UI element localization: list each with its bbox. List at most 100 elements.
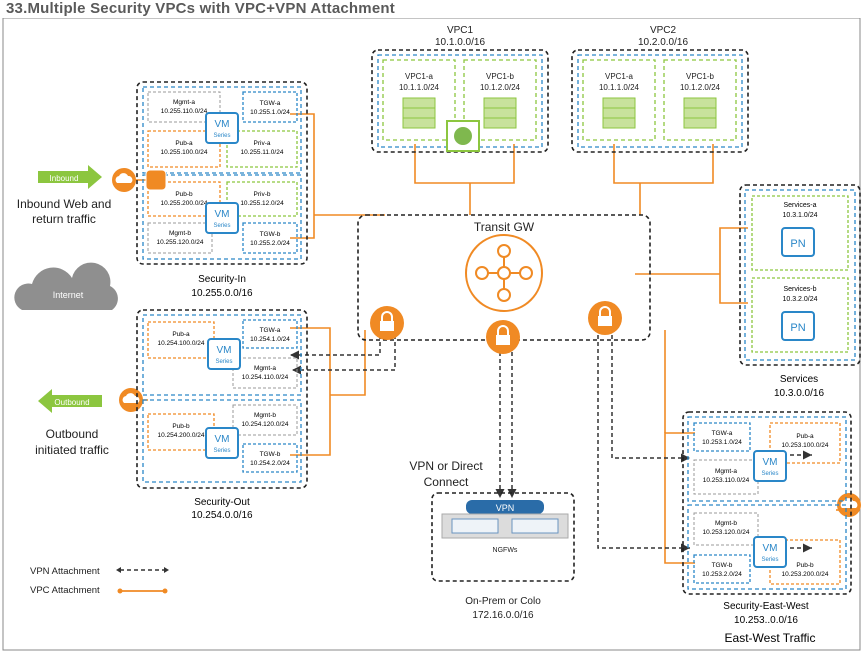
svc-name: Services [780,374,818,385]
si-pub-a: Pub-a [175,140,193,147]
ew-caption: East-West Traffic [725,631,816,645]
vpn-label: VPN [496,503,515,513]
svc-b-cidr: 10.3.2.0/24 [782,296,817,303]
ew-pub-a: Pub-a [796,433,814,440]
vpc2-cidr: 10.2.0.0/16 [638,37,688,48]
vm-series-icon: VM Series [205,427,239,459]
ew-tgw-a: TGW-a [712,430,733,437]
ew-tgw-b: TGW-b [712,562,733,569]
ew-pub-b: Pub-b [796,562,814,569]
ew-mgmt-b: Mgmt-b [715,520,737,527]
vpc1-cidr: 10.1.0.0/16 [435,37,485,48]
vpc1-subnet-a-cidr: 10.1.1.0/24 [399,83,440,92]
outbound-caption-2: initiated traffic [35,443,109,457]
vpn-lock-icon [486,320,520,354]
si-pub-b-cidr: 10.255.200.0/24 [161,200,208,207]
si-pub-a-cidr: 10.255.100.0/24 [161,149,208,156]
svg-text:Series: Series [761,471,778,477]
so-cidr: 10.254.0.0/16 [191,510,253,521]
ew-pub-a-cidr: 10.253.100.0/24 [782,442,829,449]
vpn-attachment-lines [290,335,812,553]
svg-text:Series: Series [761,557,778,563]
ew-mgmt-b-cidr: 10.253.120.0/24 [703,529,750,536]
outbound-caption-1: Outbound [46,427,99,441]
ew-name: Security-East-West [723,601,809,612]
vpc1-name: VPC1 [447,25,474,36]
svg-text:Series: Series [213,223,230,229]
server-icon [483,97,517,129]
si-mgmt-a-cidr: 10.255.110.0/24 [161,108,208,115]
svg-text:VM: VM [215,434,230,445]
network-diagram: VPC1 10.1.0.0/16 VPC1-a 10.1.1.0/24 VPC1… [2,18,861,651]
ew-tgw-a-cidr: 10.253.1.0/24 [702,439,742,446]
diagram-title: 33.Multiple Security VPCs with VPC+VPN A… [6,0,395,17]
transit-hub-icon [465,234,543,312]
svc-b-name: Services-b [783,286,816,293]
svc-a-cidr: 10.3.1.0/24 [782,212,817,219]
svg-text:Series: Series [213,448,230,454]
vpc2-subnet-b-name: VPC1-b [686,72,715,81]
igw-icon [837,493,861,517]
so-mgmt-b: Mgmt-b [254,412,276,419]
vm-series-icon: VM Series [205,112,239,144]
inbound-caption-1: Inbound Web and [17,197,112,211]
so-mgmt-a: Mgmt-a [254,365,276,372]
so-pub-a: Pub-a [172,331,190,338]
vpc1: VPC1 10.1.0.0/16 VPC1-a 10.1.1.0/24 VPC1… [371,25,549,153]
so-mgmt-b-cidr: 10.254.120.0/24 [242,421,289,428]
si-tgw-a-cidr: 10.255.1.0/24 [250,109,290,116]
vpn-lock-icon [370,306,404,340]
vpc2-subnet-b-cidr: 10.1.2.0/24 [680,83,721,92]
svg-text:Internet: Internet [53,290,84,300]
ew-pub-b-cidr: 10.253.200.0/24 [782,571,829,578]
si-cidr: 10.255.0.0/16 [191,288,253,299]
onprem-cidr: 172.16.0.0/16 [472,610,534,621]
si-mgmt-a: Mgmt-a [173,99,195,106]
svg-text:Series: Series [215,359,232,365]
so-pub-b: Pub-b [172,423,190,430]
so-name: Security-Out [194,497,250,508]
server-icon [683,97,717,129]
si-priv-a: Priv-a [254,140,271,147]
si-priv-a-cidr: 10.255.11.0/24 [241,149,284,156]
onprem-name: On-Prem or Colo [465,596,541,607]
ew-cidr: 10.253..0.0/16 [734,615,798,626]
svg-text:PN: PN [790,322,805,334]
so-tgw-a-cidr: 10.254.1.0/24 [250,336,290,343]
svc-a-name: Services-a [783,202,816,209]
igw-icon [119,388,143,412]
inbound-arrow: Inbound [38,165,102,189]
pn-icon: PN [781,227,815,257]
security-in-vpc: Mgmt-a 10.255.110.0/24 TGW-a 10.255.1.0/… [136,81,308,299]
so-pub-a-cidr: 10.254.100.0/24 [158,340,205,347]
ew-mgmt-a: Mgmt-a [715,468,737,475]
si-mgmt-b-cidr: 10.255.120.0/24 [157,239,204,246]
si-pub-b: Pub-b [175,191,193,198]
so-tgw-a: TGW-a [260,327,281,334]
vm-series-icon: VM Series [753,536,787,568]
security-east-west-vpc: TGW-a 10.253.1.0/24 Pub-a 10.253.100.0/2… [682,411,852,645]
legend-vpc-label: VPC Attachment [30,585,100,596]
si-priv-b: Priv-b [254,191,271,198]
vpc2-subnet-a-name: VPC1-a [605,72,634,81]
internet-cloud-icon: Internet [14,262,118,310]
si-mgmt-b: Mgmt-b [169,230,191,237]
si-priv-b-cidr: 10.255.12.0/24 [240,200,284,207]
svg-text:VM: VM [763,543,778,554]
server-icon [602,97,636,129]
ew-mgmt-a-cidr: 10.253.110.0/24 [703,477,750,484]
so-tgw-b: TGW-b [260,451,281,458]
svg-text:VM: VM [215,119,230,130]
svg-text:PN: PN [790,238,805,250]
vpc2-name: VPC2 [650,25,677,36]
si-tgw-a: TGW-a [260,100,281,107]
legend: VPN Attachment VPC Attachment [30,566,169,596]
vpc1-subnet-b-name: VPC1-b [486,72,515,81]
vpc2: VPC2 10.2.0.0/16 VPC1-a 10.1.1.0/24 VPC1… [571,25,749,153]
svg-text:Series: Series [213,133,230,139]
so-mgmt-a-cidr: 10.254.110.0/24 [242,374,289,381]
services-vpc: Services-a 10.3.1.0/24 Services-b 10.3.2… [739,184,861,399]
on-prem-site: VPN or Direct Connect VPN NGFWs On-Prem … [409,459,575,621]
